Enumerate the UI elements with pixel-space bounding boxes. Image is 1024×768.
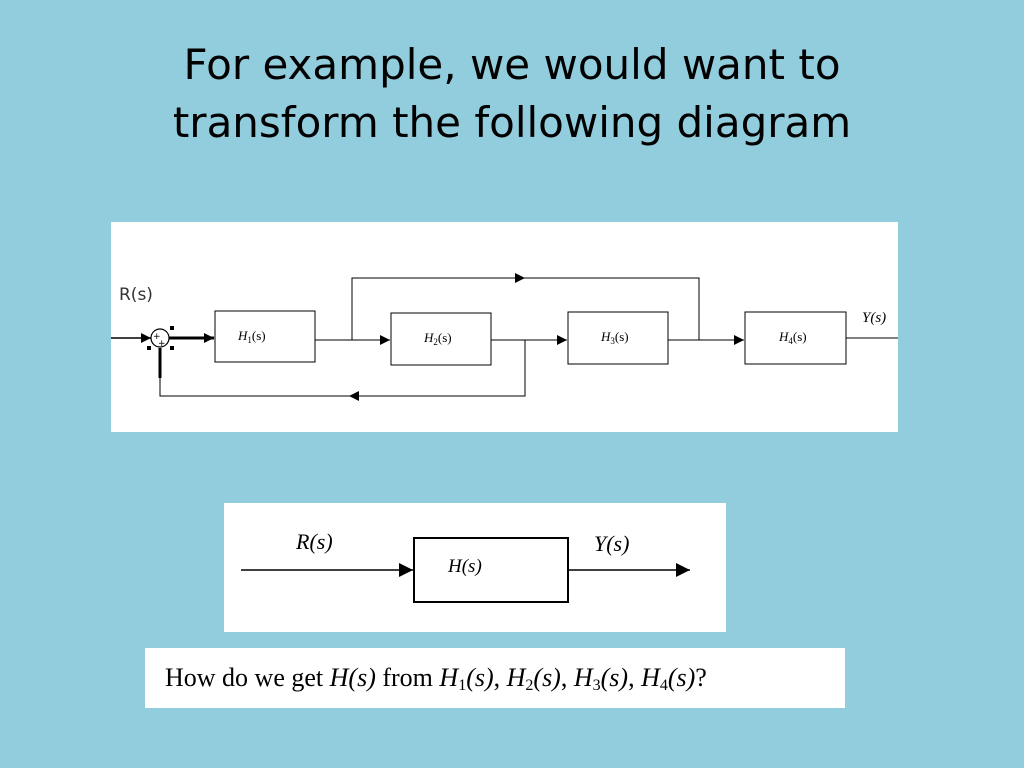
result-input-label: R(s) xyxy=(295,529,333,554)
block-diagram-svg: R(s) + + H1(s) H2(s) H3(s) H4(s) Y(s) xyxy=(111,273,898,401)
transfer-function-block xyxy=(413,537,569,603)
sum-sign-2: + xyxy=(158,339,166,349)
block-h1 xyxy=(214,310,316,363)
title-line-2: transform the following diagram xyxy=(172,98,852,147)
block-h3 xyxy=(567,311,669,365)
block-diagram-panel: R(s) + + H1(s) H2(s) H3(s) H4(s) Y(s) xyxy=(111,222,898,432)
block-h2 xyxy=(390,312,492,366)
question-panel: How do we get H(s) from H1(s), H2(s), H3… xyxy=(145,648,845,708)
transfer-function-label: H(s) xyxy=(447,556,482,577)
feedforward-path xyxy=(351,277,700,340)
output-label: Y(s) xyxy=(862,310,886,326)
block-h1-label: H1(s) xyxy=(237,328,266,345)
question-text: How do we get H(s) from H1(s), H2(s), H3… xyxy=(165,663,707,694)
sum-sign-1: + xyxy=(153,332,161,342)
result-diagram-svg: R(s) H(s) Y(s) xyxy=(241,529,690,603)
block-h4-label: H4(s) xyxy=(778,329,807,346)
block-h2-label: H2(s) xyxy=(423,330,452,347)
slide-title: For example, we would want to transform … xyxy=(0,36,1024,152)
input-label: R(s) xyxy=(119,285,153,305)
block-h4 xyxy=(744,311,847,365)
result-output-label: Y(s) xyxy=(594,531,629,556)
title-line-1: For example, we would want to xyxy=(183,40,841,89)
result-diagram-panel: R(s) H(s) Y(s) xyxy=(224,503,726,632)
block-h3-label: H3(s) xyxy=(600,329,629,346)
